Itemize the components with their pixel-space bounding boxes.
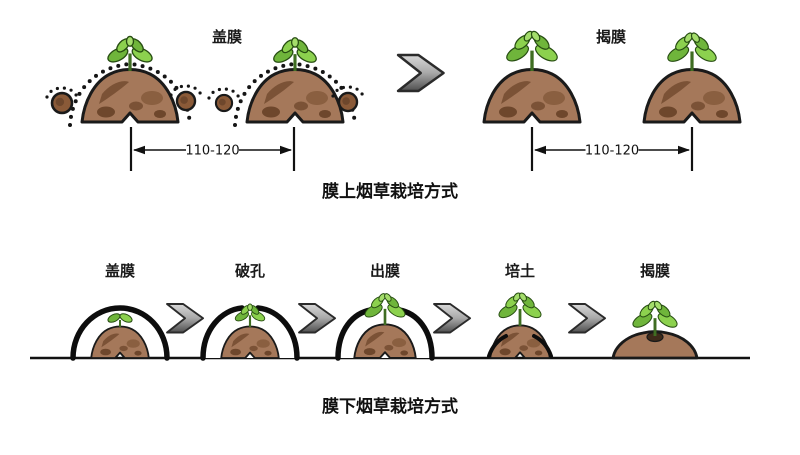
spacing-value-right: 110-120 (585, 144, 639, 159)
stage-label-hill-soil: 培土 (505, 262, 535, 280)
soil-mound (642, 68, 742, 124)
tobacco-seedling (269, 36, 321, 73)
flow-arrow-icon (433, 303, 472, 334)
soil-clod (50, 91, 74, 115)
flow-arrow-icon (568, 303, 607, 334)
stage-cover-film (70, 305, 170, 361)
spacing-dimension-left: 110-120 (129, 127, 296, 171)
stage-label-break-hole: 破孔 (235, 262, 265, 280)
stage-emerge-film (335, 291, 435, 361)
stage-hill-soil (487, 290, 553, 359)
tobacco-seedling (502, 28, 562, 73)
spacing-value-left: 110-120 (185, 144, 239, 159)
tobacco-seedling (105, 311, 135, 328)
bottom-section-title: 膜下烟草栽培方式 (322, 396, 458, 417)
top-section-title: 膜上烟草栽培方式 (322, 181, 458, 202)
soil-mound (482, 68, 582, 124)
tobacco-seedling (495, 290, 545, 328)
film-edge-left (487, 334, 508, 358)
soil-clod (214, 93, 234, 113)
stage-label-emerge-film: 出膜 (370, 262, 400, 280)
top-left-stage-label: 盖膜 (212, 28, 242, 46)
stage-break-hole (200, 302, 300, 361)
stage-label-remove-film: 揭膜 (640, 262, 670, 280)
stage-remove-film (611, 298, 699, 360)
soil-mound-small (90, 325, 150, 359)
top-right-stage-label: 揭膜 (596, 28, 626, 46)
film-edge-right (532, 334, 553, 358)
soil-clod (337, 91, 359, 113)
flow-arrow-icon (166, 303, 205, 334)
tobacco-seedling (629, 298, 681, 338)
stage-label-cover-film: 盖膜 (105, 262, 135, 280)
film-dome (70, 305, 170, 361)
film-dome-right (255, 305, 300, 361)
soil-clod (175, 90, 197, 112)
film-dome-left (200, 305, 245, 361)
soil-mound-flat (611, 330, 699, 360)
tobacco-seedling (104, 34, 156, 73)
flow-arrow-icon (298, 303, 337, 334)
spacing-dimension-right: 110-120 (530, 127, 694, 171)
flow-arrow-icon (396, 53, 445, 93)
tobacco-seedling (663, 29, 721, 73)
